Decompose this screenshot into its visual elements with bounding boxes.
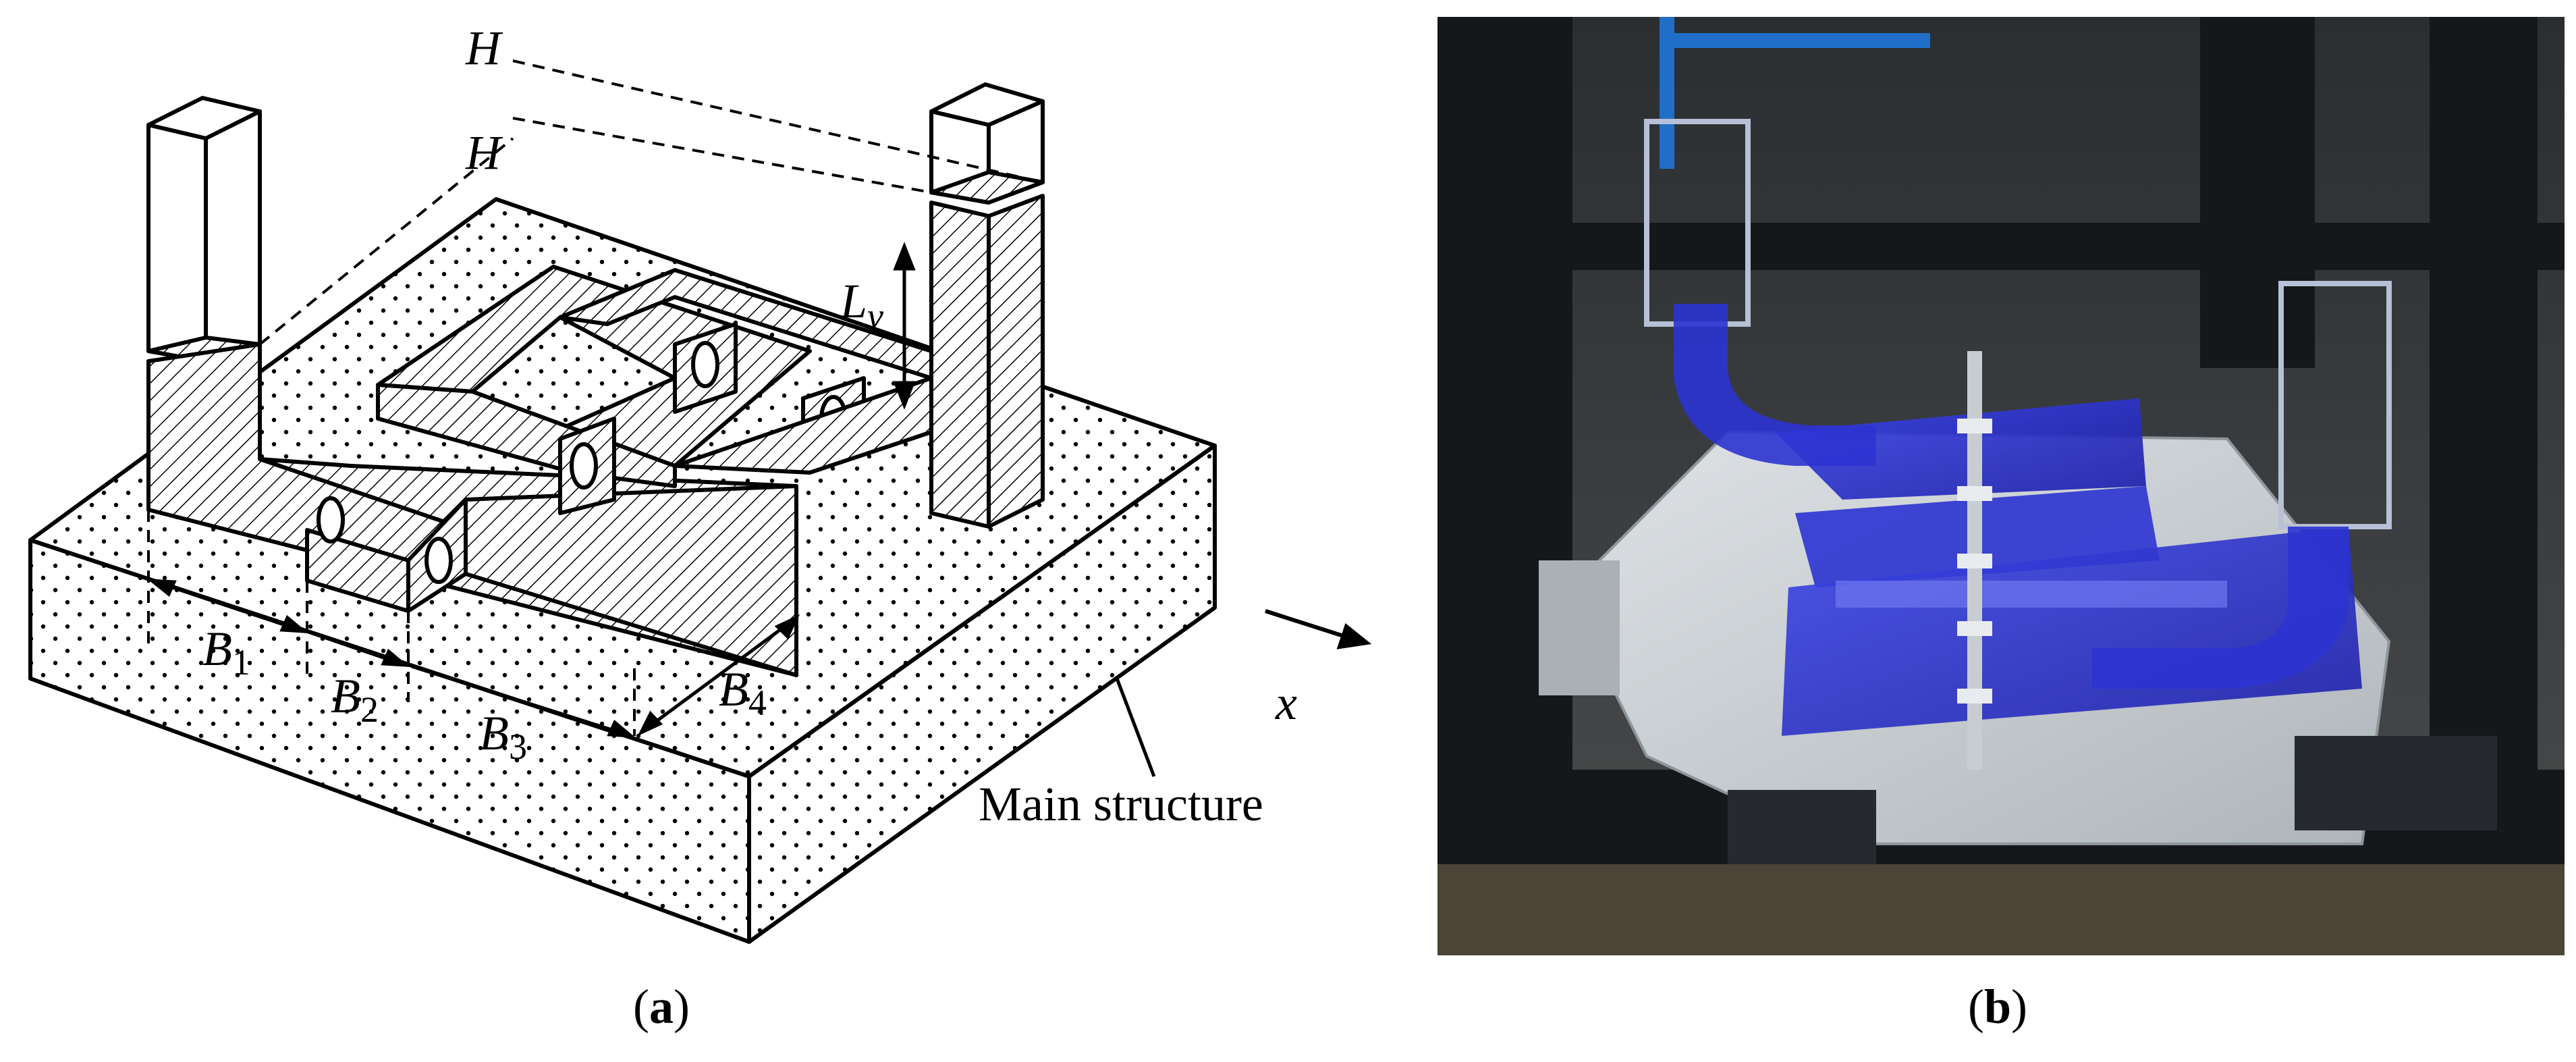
label-main-structure: Main structure xyxy=(979,777,1263,831)
bottom-channel xyxy=(146,342,798,677)
x-axis-arrow xyxy=(1265,609,1372,649)
panel-a-schematic: H H Lv B1 B2 B3 B4 x Main structure (a) xyxy=(28,21,1372,1034)
label-lv: Lv xyxy=(840,274,883,336)
upper-channel xyxy=(558,268,933,475)
dimension-arrows xyxy=(146,242,916,738)
right-column xyxy=(929,82,1045,529)
label-b1: B1 xyxy=(202,622,250,683)
label-x-axis: x xyxy=(1275,676,1297,730)
panel-a-labels: H H Lv B1 B2 B3 B4 x Main structure xyxy=(202,21,1297,831)
clamps xyxy=(1539,560,2497,864)
left-tube-liquid xyxy=(1674,304,1876,466)
caption-b: (b) xyxy=(1968,980,2027,1034)
caption-a: (a) xyxy=(633,980,690,1034)
panel-b-photo: (b) xyxy=(1437,17,2565,1034)
label-h-top: H xyxy=(465,21,503,75)
label-b2: B2 xyxy=(331,669,379,730)
middle-channel xyxy=(376,265,812,515)
central-rod xyxy=(1957,351,1992,770)
dimension-dashes xyxy=(147,59,1043,736)
label-b3: B3 xyxy=(479,706,527,767)
label-h-second: H xyxy=(465,126,503,180)
rig-blue-frame xyxy=(1660,17,1930,169)
label-b4: B4 xyxy=(719,662,767,723)
main-structure-leader xyxy=(1115,678,1156,777)
right-tube-liquid xyxy=(2092,527,2349,689)
